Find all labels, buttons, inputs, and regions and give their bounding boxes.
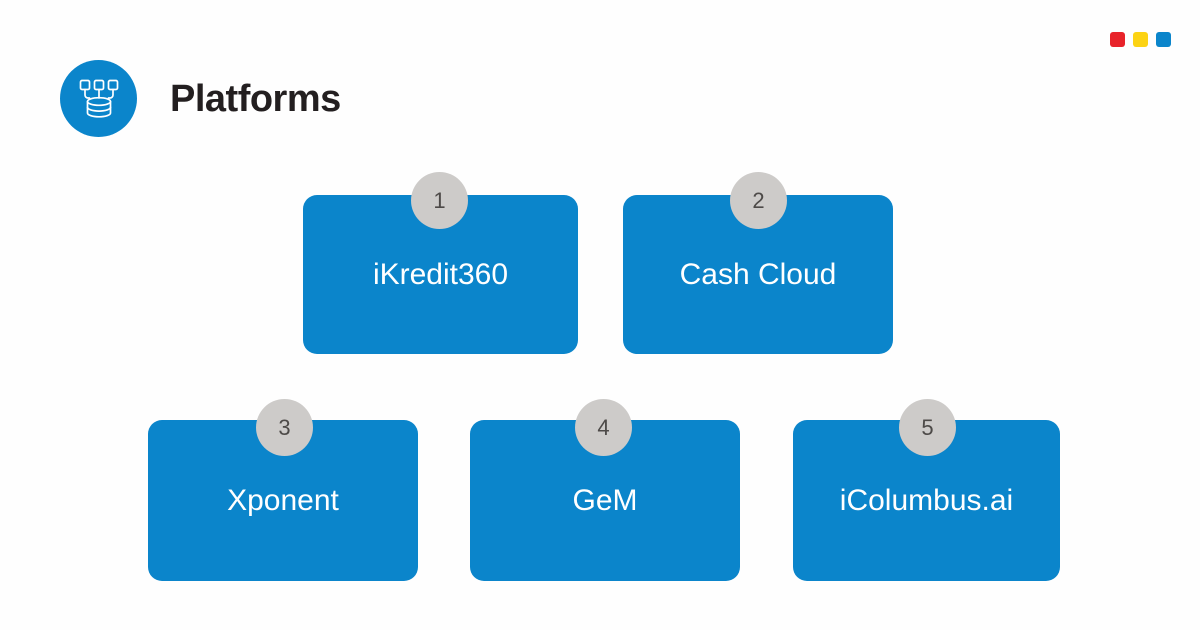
platform-card-badge-2: 2	[730, 172, 787, 229]
platform-card-label: iColumbus.ai	[839, 484, 1014, 517]
platform-card-label: Xponent	[227, 484, 339, 517]
platform-card-badge-4: 4	[575, 399, 632, 456]
platform-card-badge-5: 5	[899, 399, 956, 456]
brand-dots	[1110, 32, 1171, 47]
platform-card-label: iKredit360	[372, 258, 509, 291]
brand-dot-yellow-icon	[1133, 32, 1148, 47]
platform-network-database-icon	[60, 60, 137, 137]
platform-card-label: Cash Cloud	[679, 258, 837, 291]
platform-card-badge-3: 3	[256, 399, 313, 456]
brand-dot-blue-icon	[1156, 32, 1171, 47]
platform-card-badge-1: 1	[411, 172, 468, 229]
page-title: Platforms	[170, 77, 341, 120]
brand-dot-red-icon	[1110, 32, 1125, 47]
platform-card-label: GeM	[572, 484, 638, 517]
slide-header: Platforms	[60, 60, 341, 137]
